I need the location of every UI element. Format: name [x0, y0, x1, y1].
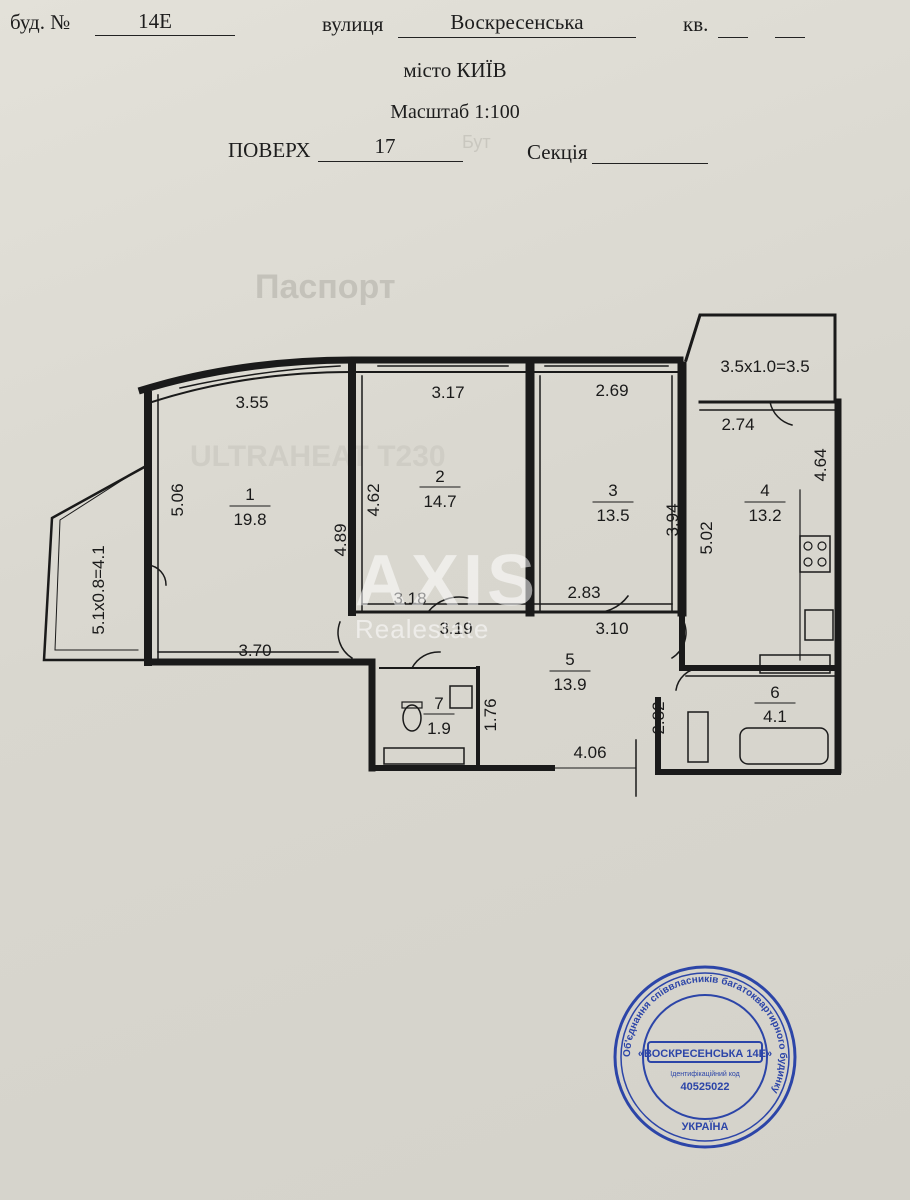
dim-5-06: 5.06 [168, 483, 187, 516]
floor-line [318, 161, 463, 162]
door-room3 [589, 594, 630, 614]
dim-4-06: 4.06 [573, 743, 606, 762]
kitchen-sink [804, 609, 834, 641]
room2-area: 14.7 [423, 492, 456, 511]
stamp-code: 40525022 [681, 1081, 730, 1093]
stove [799, 535, 831, 573]
room1-area: 19.8 [233, 510, 266, 529]
room4-number: 4 [760, 481, 769, 500]
street-value: Воскресенська [450, 10, 584, 34]
wc-bath [383, 747, 465, 765]
section-line [592, 163, 708, 164]
dim-4-64: 4.64 [811, 448, 830, 481]
street-line [398, 37, 636, 38]
apartment-line-1 [718, 37, 748, 38]
watermark-sub: Realestate [355, 614, 490, 644]
dim-3-19: 3.19 [439, 619, 472, 638]
section-label: Секція [527, 140, 588, 164]
dim-2-83: 2.83 [567, 583, 600, 602]
washer [687, 711, 709, 763]
balcony-left-outline [42, 463, 150, 662]
apartment-line-2 [775, 37, 805, 38]
toilet [402, 704, 422, 732]
door-room1-balcony [147, 564, 167, 586]
watermark-logo: AXIS Realestate [355, 540, 539, 645]
dim-2-74: 2.74 [721, 415, 754, 434]
floor-value: 17 [374, 134, 396, 158]
outer-wall-top-inner [150, 371, 681, 404]
stamp-id-label: Ідентифікаційний код [670, 1070, 739, 1078]
stamp-country: УКРАЇНА [682, 1120, 729, 1133]
dim-3-94: 3.94 [663, 503, 682, 536]
ghost-ultraheat-text: ULTRAHEAT T230 [190, 440, 446, 473]
outer-wall-top [137, 356, 684, 395]
room3-area: 13.5 [596, 506, 629, 525]
dim-2-69: 2.69 [595, 381, 628, 400]
room7-area: 1.9 [427, 719, 451, 738]
wc-basin [449, 685, 473, 709]
stamp-name: «ВОСКРЕСЕНСЬКА 14Е» [638, 1048, 772, 1060]
dim-3-70: 3.70 [238, 641, 271, 660]
balcony-top-right-label: 3.5x1.0=3.5 [720, 357, 809, 376]
room6-number: 6 [770, 683, 779, 702]
balcony-top-right-outline [684, 313, 837, 404]
bathtub [739, 727, 829, 765]
dim-3-18: 3.18 [393, 589, 426, 608]
city-title: місто КИЇВ [403, 58, 507, 82]
building-label: буд. № [10, 10, 71, 34]
dim-1-76: 1.76 [481, 698, 500, 731]
door-wc [410, 651, 441, 670]
room7-number: 7 [434, 694, 443, 713]
washbasin [759, 654, 831, 674]
door-bath6 [675, 667, 701, 691]
room5-number: 5 [565, 650, 574, 669]
dim-2-82: 2.82 [649, 701, 668, 734]
apartment-label: кв. [683, 12, 709, 36]
scale-label: Масштаб 1:100 [390, 101, 520, 123]
room2-number: 2 [435, 467, 444, 486]
door-balcony-top [769, 401, 793, 426]
room6-area: 4.1 [763, 707, 787, 726]
watermark-brand: AXIS [355, 541, 540, 621]
room5-area: 13.9 [553, 675, 586, 694]
room1-number: 1 [245, 485, 254, 504]
balcony-left-label: 5.1x0.8=4.1 [89, 545, 108, 634]
dim-4-89: 4.89 [331, 523, 350, 556]
building-line [95, 35, 235, 36]
dim-5-02: 5.02 [697, 521, 716, 554]
street-label: вулиця [322, 12, 384, 36]
floor-label: ПОВЕРХ [228, 138, 311, 162]
door-room2 [426, 596, 469, 614]
ghost-bud-text: Бут [462, 132, 491, 152]
room4-area: 13.2 [748, 506, 781, 525]
dim-3-17: 3.17 [431, 383, 464, 402]
ghost-passport-text: Паспорт [255, 268, 396, 306]
dim-4-62: 4.62 [364, 483, 383, 516]
official-stamp: Об'єднання співвласників багатоквартирно… [613, 965, 797, 1149]
room3-number: 3 [608, 481, 617, 500]
dim-3-10: 3.10 [595, 619, 628, 638]
dim-3-55: 3.55 [235, 393, 268, 412]
building-value: 14Е [138, 9, 172, 33]
window-room1 [179, 365, 341, 389]
door-room1 [337, 621, 354, 660]
